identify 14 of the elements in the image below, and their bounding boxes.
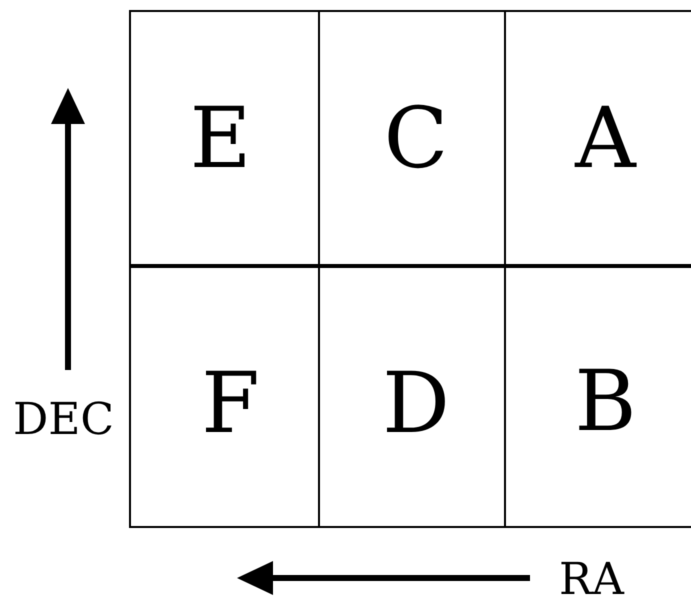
grid-cell bbox=[129, 10, 320, 266]
cell-letter: A bbox=[575, 96, 636, 180]
cell-letter: D bbox=[382, 361, 450, 445]
axis-label: RA bbox=[559, 558, 624, 599]
cell-letter: E bbox=[190, 96, 252, 180]
cell-letter: B bbox=[574, 359, 636, 443]
grid-cell bbox=[318, 266, 506, 528]
cell-letter: C bbox=[384, 96, 448, 180]
grid-cell bbox=[504, 10, 691, 266]
axis-label: DEC bbox=[13, 398, 114, 442]
grid-cell bbox=[318, 10, 506, 266]
grid-cell bbox=[129, 266, 320, 528]
cell-letter: F bbox=[201, 361, 260, 445]
grid-cell bbox=[504, 266, 691, 528]
